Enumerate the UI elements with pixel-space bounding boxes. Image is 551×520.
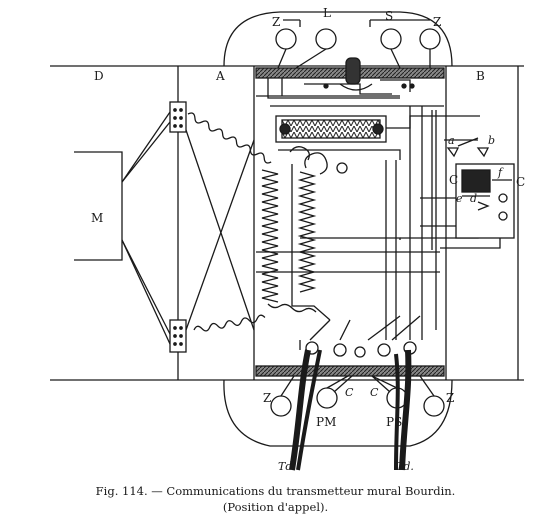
label-z-bottom-left: Z xyxy=(263,391,271,405)
terminal-l xyxy=(315,28,337,50)
label-pm: PM xyxy=(316,415,336,429)
label-c-right: C xyxy=(516,175,525,189)
label-contact-a: a xyxy=(448,134,455,147)
figure-caption-subtitle: (Position d'appel). xyxy=(222,500,329,514)
bottom-strip xyxy=(255,365,445,377)
labels: Z L S Z A B D M a b C C d e f Z PM C C P… xyxy=(91,6,525,473)
box-c xyxy=(455,163,515,239)
terminal-pm xyxy=(316,387,338,409)
contacts-ab xyxy=(446,137,490,158)
bottom-housing xyxy=(223,379,453,447)
top-housing xyxy=(223,11,453,67)
figure-caption: Fig. 114. — Communications du transmette… xyxy=(95,484,456,498)
label-z-top-right: Z xyxy=(433,15,441,29)
terminal-z-bottom-left xyxy=(270,395,292,417)
label-z-bottom-right: Z xyxy=(446,391,454,405)
top-terminals xyxy=(275,28,441,69)
label-contact-f: f xyxy=(497,166,504,179)
label-cord-left: Td. xyxy=(278,460,296,473)
wall-connector-bottom xyxy=(169,319,187,353)
upper-contacts xyxy=(267,78,444,107)
label-z-top-left: Z xyxy=(272,15,280,29)
label-contact-b: b xyxy=(488,134,495,147)
label-a: A xyxy=(215,69,225,83)
curly-wires xyxy=(187,112,348,332)
wall-lines xyxy=(50,65,524,381)
label-cord-right: Td. xyxy=(396,460,414,473)
terminal-z-top-right xyxy=(419,28,441,50)
cord-left xyxy=(289,349,322,471)
top-bracket xyxy=(283,19,430,27)
internal-wiring xyxy=(256,95,501,350)
label-m: M xyxy=(91,211,103,225)
induction-coil xyxy=(261,164,331,321)
label-d: D xyxy=(94,69,104,83)
label-ps: PS xyxy=(386,415,402,429)
label-contact-d: d xyxy=(470,192,477,205)
terminal-z-top-left xyxy=(275,28,297,50)
wall-connector-top xyxy=(169,101,187,133)
cord-right xyxy=(394,349,412,471)
label-b: B xyxy=(476,69,485,83)
motor-box xyxy=(74,111,255,345)
label-contact-e: e xyxy=(456,192,463,205)
label-c-bottom-right: C xyxy=(370,386,379,399)
label-c-left: C xyxy=(449,173,458,187)
resistance-box xyxy=(275,115,387,143)
label-c-bottom-left: C xyxy=(345,386,354,399)
terminal-s xyxy=(380,28,402,50)
label-s: S xyxy=(385,9,393,23)
terminal-z-bottom-right xyxy=(423,395,445,417)
bottom-screws xyxy=(305,341,417,358)
label-l: L xyxy=(323,6,331,20)
